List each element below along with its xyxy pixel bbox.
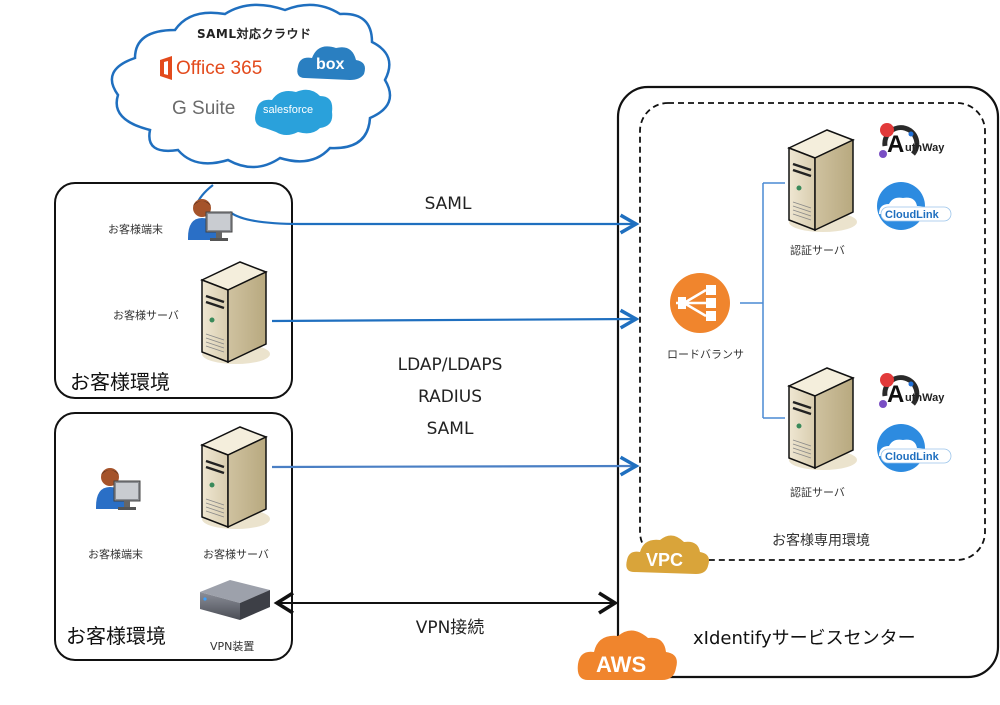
vpn-device-label: VPN装置 bbox=[210, 640, 255, 653]
customer-env-1-box bbox=[54, 182, 293, 399]
customer-server-icon-2 bbox=[200, 425, 272, 531]
cloudlink-logo-1 bbox=[876, 181, 952, 231]
vpc-badge-text: VPC bbox=[646, 550, 683, 570]
customer-terminal-icon bbox=[187, 198, 233, 242]
customer-env-2-title: お客様環境 bbox=[66, 624, 166, 648]
saml-arrow bbox=[229, 211, 640, 235]
customer-env-2-box bbox=[54, 412, 293, 661]
saml-protocol-label-2: SAML bbox=[426, 419, 474, 439]
service-center-box bbox=[616, 85, 1000, 679]
vpc-dashed-box bbox=[639, 102, 986, 561]
office365-label: Office 365 bbox=[176, 58, 263, 79]
saml-cloud-title: SAML対応クラウド bbox=[197, 27, 312, 41]
auth-server-label-2: 認証サーバ bbox=[790, 486, 845, 499]
salesforce-logo bbox=[255, 89, 333, 135]
customer-server-icon bbox=[200, 260, 272, 366]
customer-server-label-2: お客様サーバ bbox=[203, 548, 269, 561]
aws-badge-text: AWS bbox=[596, 652, 646, 677]
gsuite-label: G Suite bbox=[172, 98, 236, 119]
authway-logo-2 bbox=[879, 373, 945, 408]
service-center-title: xIdentifyサービスセンター bbox=[693, 628, 916, 649]
office365-logo bbox=[160, 56, 172, 80]
ldap-protocol-label: LDAP/LDAPS bbox=[397, 355, 503, 375]
aws-badge: AWS bbox=[577, 630, 677, 680]
auth-server-icon-2 bbox=[787, 366, 859, 472]
box-logo bbox=[297, 46, 365, 80]
load-balancer-label: ロードバランサ bbox=[667, 348, 744, 361]
server2-arrow bbox=[271, 455, 640, 477]
customer-terminal-label-2: お客様端末 bbox=[88, 548, 143, 561]
box-label: box bbox=[316, 56, 345, 73]
auth-server-icon-1 bbox=[787, 128, 859, 234]
server-arrow bbox=[271, 308, 640, 330]
lb-to-servers-lines bbox=[740, 182, 785, 419]
customer-env-1-title: お客様環境 bbox=[70, 370, 170, 394]
salesforce-label: salesforce bbox=[263, 104, 314, 116]
customer-terminal-icon-2 bbox=[95, 467, 141, 511]
vpc-environment-label: お客様専用環境 bbox=[772, 533, 870, 549]
cloudlink-logo-2 bbox=[876, 423, 952, 473]
load-balancer-icon bbox=[670, 273, 730, 333]
customer-terminal-label: お客様端末 bbox=[108, 223, 163, 236]
auth-server-label-1: 認証サーバ bbox=[790, 244, 845, 257]
saml-protocol-label: SAML bbox=[424, 194, 472, 214]
radius-protocol-label: RADIUS bbox=[417, 387, 483, 407]
vpn-connection-label: VPN接続 bbox=[415, 618, 485, 638]
vpn-device-icon bbox=[200, 580, 270, 620]
customer-server-label: お客様サーバ bbox=[113, 309, 179, 322]
vpc-badge: VPC bbox=[626, 535, 709, 574]
authway-logo-1 bbox=[879, 123, 945, 158]
